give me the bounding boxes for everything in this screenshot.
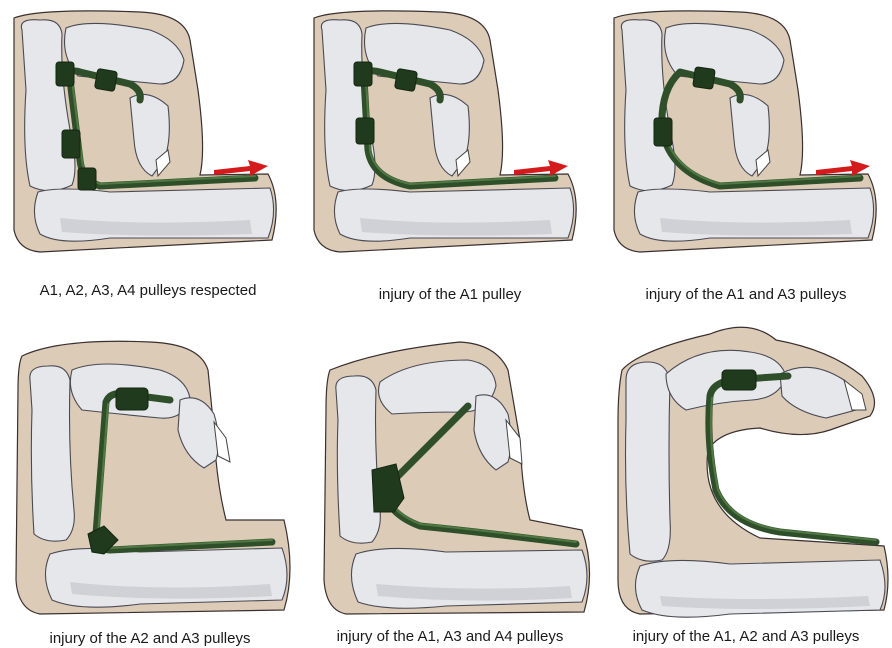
pulley-a1 <box>78 168 96 190</box>
finger-illustration-1 <box>0 0 300 310</box>
pulley-a3 <box>356 118 374 144</box>
caption-panel-3: injury of the A1 and A3 pulleys <box>600 286 892 303</box>
diagram-panel-6: injury of the A1, A2 and A3 pulleys <box>600 310 892 648</box>
finger-illustration-5 <box>300 330 600 648</box>
finger-illustration-2 <box>300 0 600 310</box>
diagram-panel-1: A1, A2, A3, A4 pulleys respected <box>0 0 300 310</box>
caption-panel-4: injury of the A2 and A3 pulleys <box>10 630 290 647</box>
diagram-panel-2: injury of the A1 pulley <box>300 0 600 310</box>
pulley-a3 <box>62 130 80 158</box>
pulley-a4 <box>693 67 716 90</box>
finger-illustration-3 <box>600 0 892 310</box>
pulley-a4 <box>394 68 417 91</box>
pulley-a4 <box>722 370 756 390</box>
pulley-a2 <box>354 62 372 86</box>
pulley-a2 <box>654 118 672 146</box>
finger-illustration-6 <box>600 310 892 648</box>
caption-panel-6: injury of the A1, A2 and A3 pulleys <box>602 628 890 645</box>
diagram-panel-3: injury of the A1 and A3 pulleys <box>600 0 892 310</box>
caption-panel-1: A1, A2, A3, A4 pulleys respected <box>8 282 288 299</box>
pulley-a4 <box>116 388 148 410</box>
caption-panel-5: injury of the A1, A3 and A4 pulleys <box>300 628 600 645</box>
finger-illustration-4 <box>0 330 300 648</box>
diagram-panel-4: injury of the A2 and A3 pulleys <box>0 330 300 648</box>
pulley-a4 <box>94 68 117 91</box>
diagram-panel-5: injury of the A1, A3 and A4 pulleys <box>300 330 600 648</box>
caption-panel-2: injury of the A1 pulley <box>300 286 600 303</box>
pulley-a2 <box>56 62 74 86</box>
